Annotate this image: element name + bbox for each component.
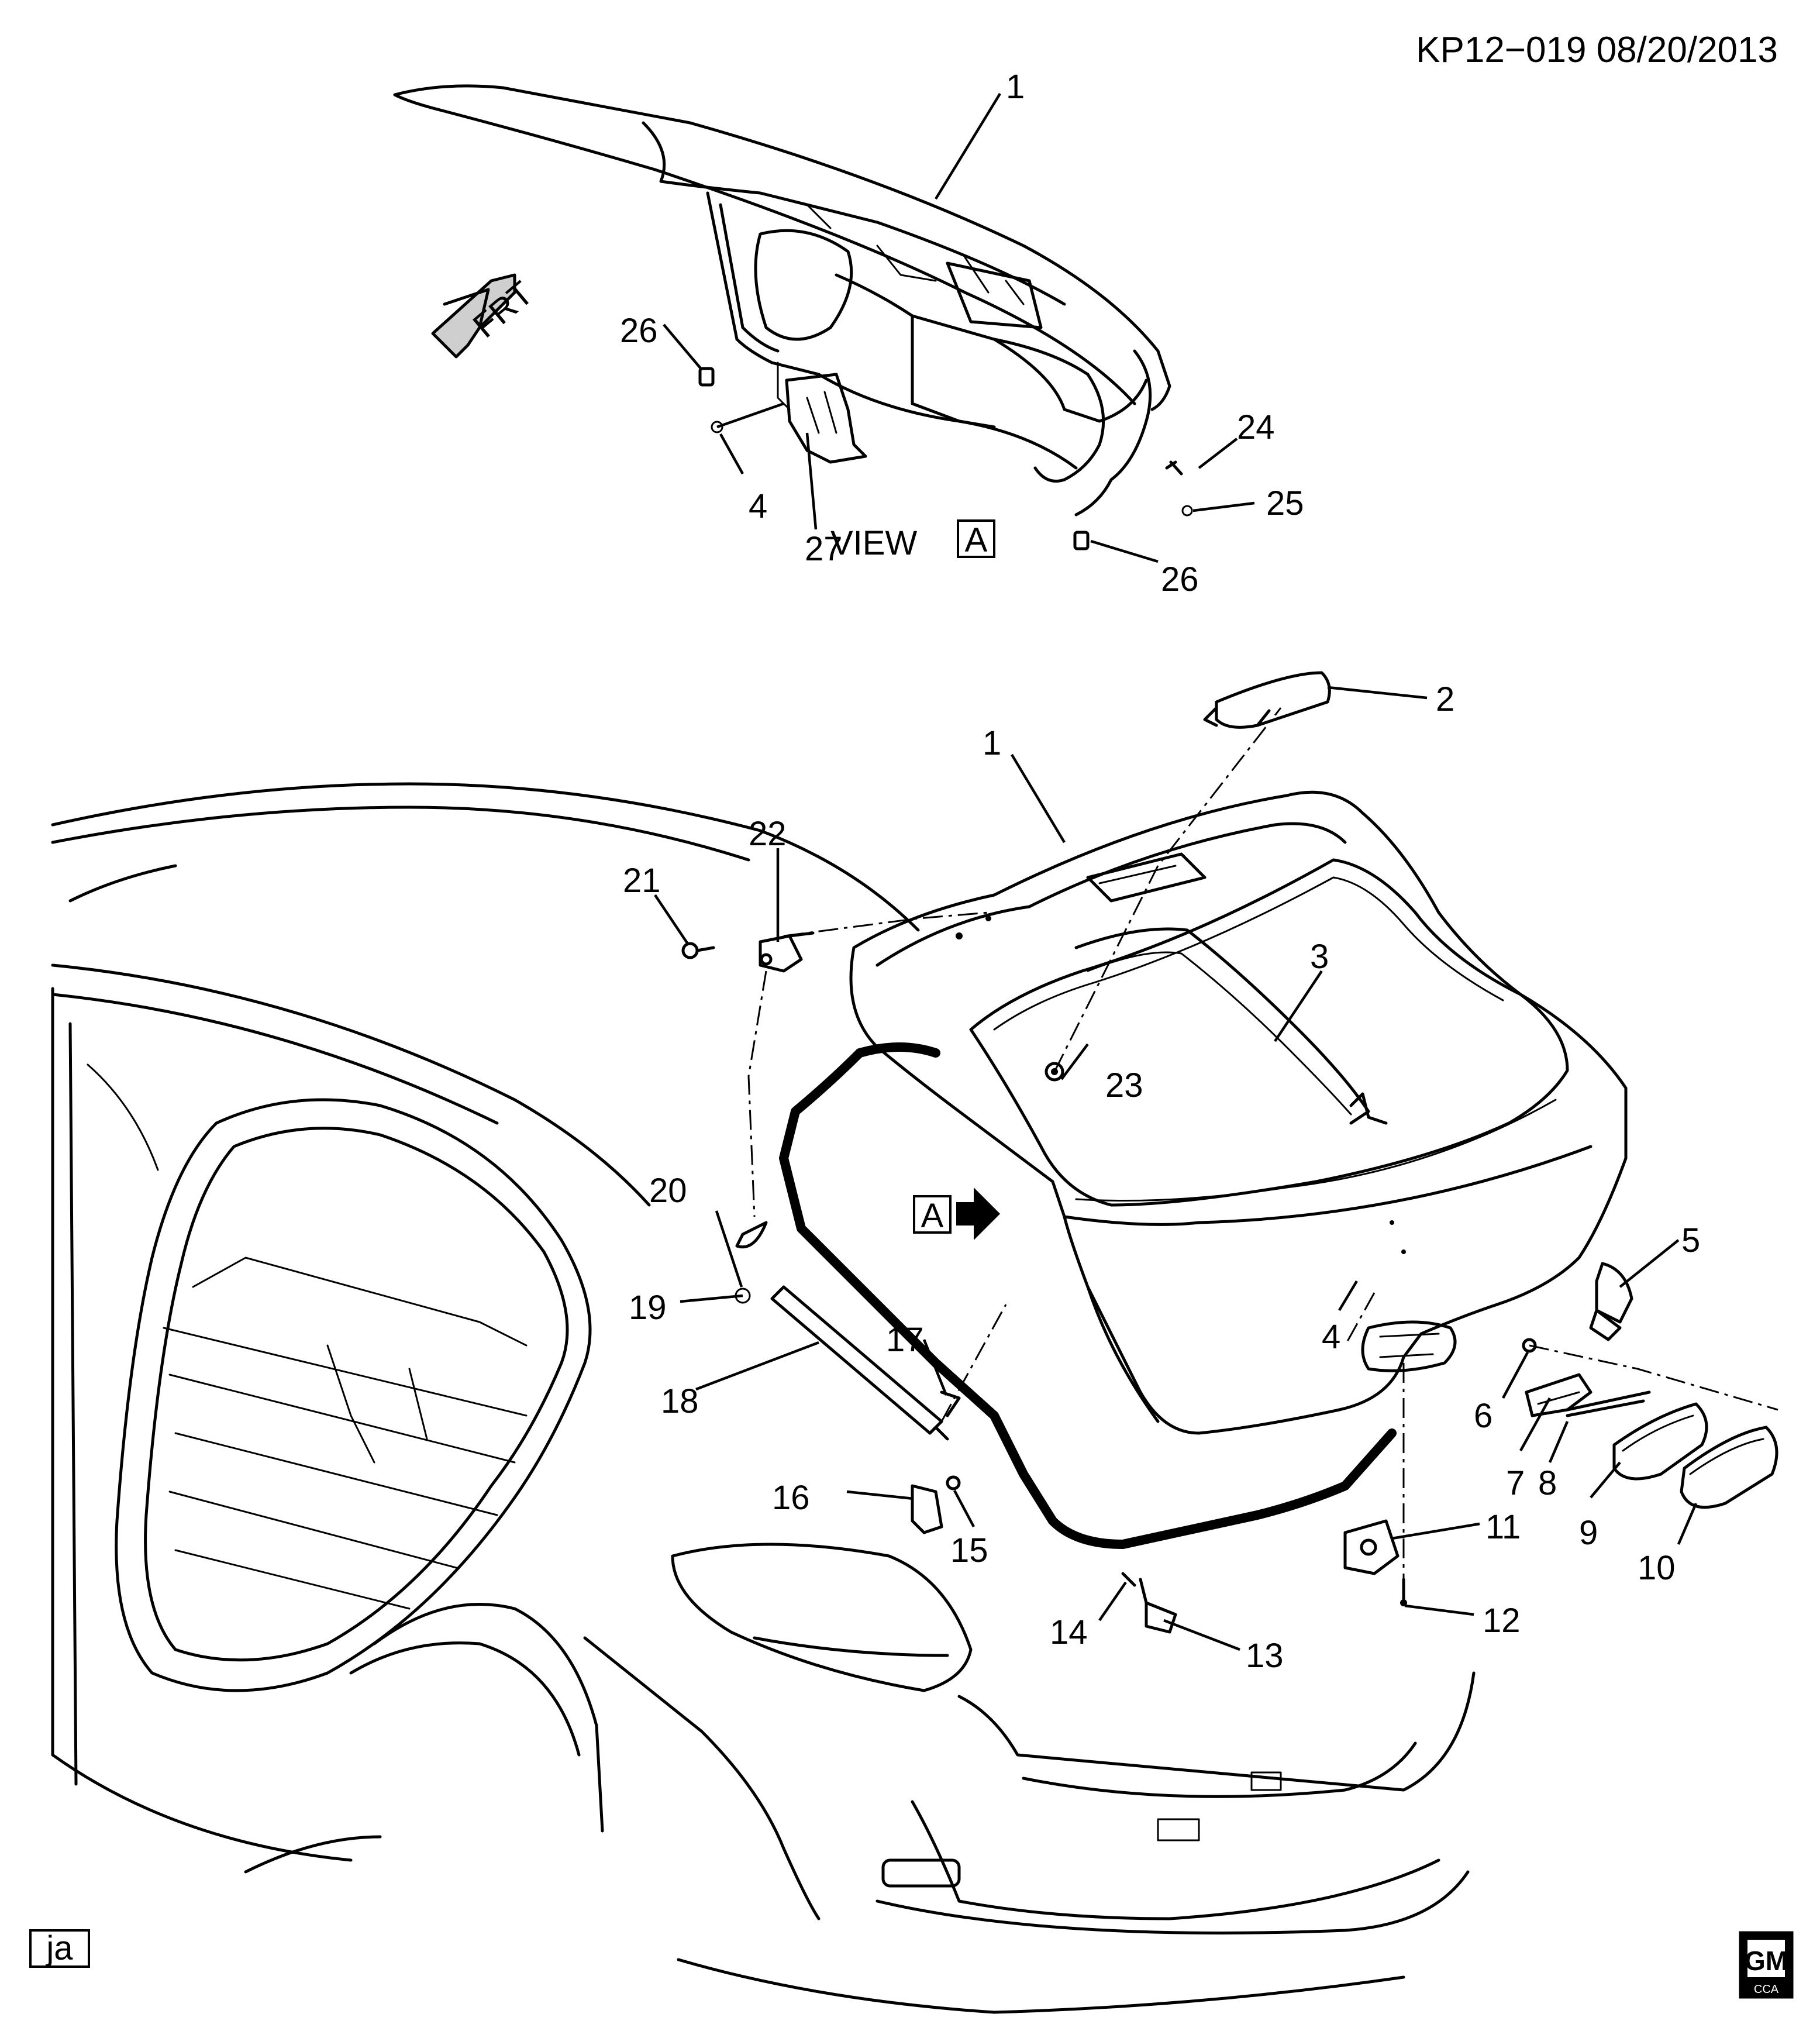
- frt-label: FRT: [466, 274, 540, 345]
- liftgate-handle-parts: [1121, 1262, 1778, 1634]
- callout-16: 16: [772, 1479, 810, 1517]
- view-a-marker-letter: A: [921, 1197, 944, 1235]
- vehicle-rear-body: [51, 782, 1476, 2014]
- liftgate-assembly: [849, 790, 1628, 1435]
- callout-24: 24: [1237, 408, 1275, 446]
- author-tag: ja: [45, 1929, 73, 1967]
- callout-7: 7: [1506, 1464, 1525, 1502]
- callout-10: 10: [1638, 1549, 1676, 1587]
- author-tag-box: [29, 1929, 90, 1968]
- callout-8: 8: [1538, 1464, 1557, 1502]
- callout-26-left: 26: [620, 312, 658, 350]
- callout-12: 12: [1483, 1602, 1521, 1640]
- callout-2: 2: [1436, 680, 1454, 718]
- callout-4-top: 4: [749, 487, 767, 525]
- gm-logo-text: GM: [1745, 1946, 1788, 1976]
- callout-1-main: 1: [983, 724, 1001, 762]
- callout-23: 23: [1105, 1066, 1143, 1104]
- high-mount-stop-lamp: [1203, 671, 1331, 729]
- callout-21: 21: [623, 862, 661, 900]
- gm-logo: GM CCA: [1739, 1931, 1794, 1999]
- callout-17: 17: [886, 1321, 924, 1359]
- callout-22: 22: [749, 815, 787, 853]
- callout-26-right: 26: [1161, 560, 1199, 598]
- liftgate-inner-view: [393, 84, 1255, 563]
- callout-25: 25: [1266, 484, 1304, 522]
- liftgate-weatherstrip: [779, 1042, 1397, 1549]
- callout-5: 5: [1681, 1221, 1700, 1259]
- callout-4-main: 4: [1322, 1318, 1340, 1356]
- callout-11: 11: [1485, 1508, 1521, 1546]
- callout-27: 27: [805, 530, 843, 568]
- view-a-box: [957, 519, 995, 558]
- diagram-reference: KP12−019 08/20/2013: [1416, 30, 1778, 70]
- callout-14: 14: [1050, 1613, 1088, 1651]
- callout-6: 6: [1474, 1397, 1492, 1435]
- callout-18: 18: [661, 1382, 699, 1420]
- callout-13: 13: [1246, 1637, 1284, 1675]
- gm-logo-subtext: CCA: [1754, 1983, 1779, 1996]
- callout-9: 9: [1579, 1514, 1598, 1552]
- callout-19: 19: [629, 1289, 667, 1327]
- callout-15: 15: [950, 1531, 988, 1569]
- front-direction-arrow: FRT: [431, 273, 540, 359]
- view-a-marker: A: [913, 1187, 1000, 1240]
- callout-20: 20: [649, 1172, 687, 1210]
- callout-3: 3: [1310, 938, 1329, 976]
- view-a-label: VIEW: [830, 524, 917, 562]
- callout-1-top: 1: [1006, 68, 1025, 106]
- view-a-letter: A: [965, 521, 988, 559]
